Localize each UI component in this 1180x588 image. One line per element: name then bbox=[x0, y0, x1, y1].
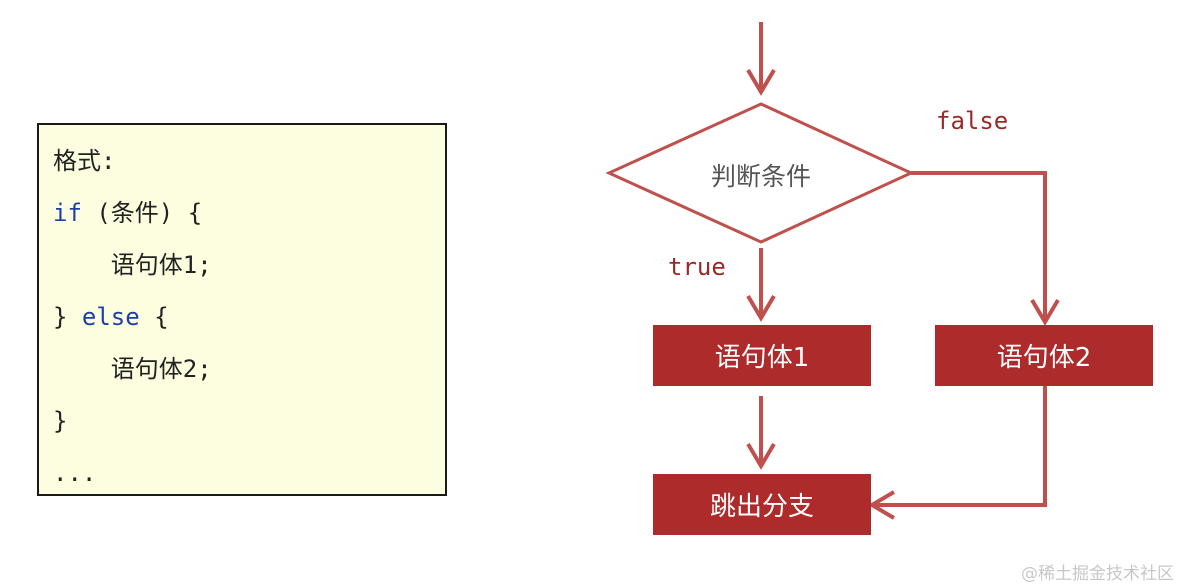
code-line-else: } else { bbox=[53, 302, 169, 332]
false-arrow-line bbox=[911, 171, 1047, 318]
keyword-else: else bbox=[81, 303, 140, 331]
stmt2-exit-arrow-line bbox=[876, 386, 1047, 507]
stmt2-exit-arrow-head bbox=[868, 490, 896, 520]
code-else-rest: { bbox=[139, 303, 169, 331]
watermark: @稀土掘金技术社区 bbox=[1021, 564, 1174, 584]
false-label: false bbox=[936, 107, 1009, 135]
code-format-label: 格式: bbox=[53, 147, 116, 175]
code-if-rest: (条件) { bbox=[81, 199, 203, 227]
code-line-stmt2: 语句体2; bbox=[53, 355, 212, 383]
true-label: true bbox=[668, 253, 726, 281]
entry-arrow-head bbox=[746, 68, 776, 96]
statement1-box: 语句体1 bbox=[653, 325, 871, 386]
statement2-box: 语句体2 bbox=[935, 325, 1153, 386]
code-line-stmt1: 语句体1; bbox=[53, 251, 212, 279]
condition-diamond bbox=[605, 102, 915, 244]
code-close-brace: } bbox=[53, 303, 82, 331]
exit-branch-box: 跳出分支 bbox=[653, 474, 871, 535]
code-line-close: } bbox=[53, 407, 68, 435]
code-line-if: if (条件) { bbox=[53, 198, 202, 228]
code-panel: 格式: if (条件) { 语句体1; } else { 语句体2; } ... bbox=[37, 123, 447, 496]
keyword-if: if bbox=[53, 199, 82, 227]
condition-label: 判断条件 bbox=[710, 162, 811, 191]
true-arrow-head bbox=[746, 294, 776, 322]
code-line-ellipsis: ... bbox=[53, 459, 97, 487]
false-arrow-head bbox=[1030, 298, 1060, 326]
stmt1-exit-arrow-head bbox=[746, 442, 776, 470]
